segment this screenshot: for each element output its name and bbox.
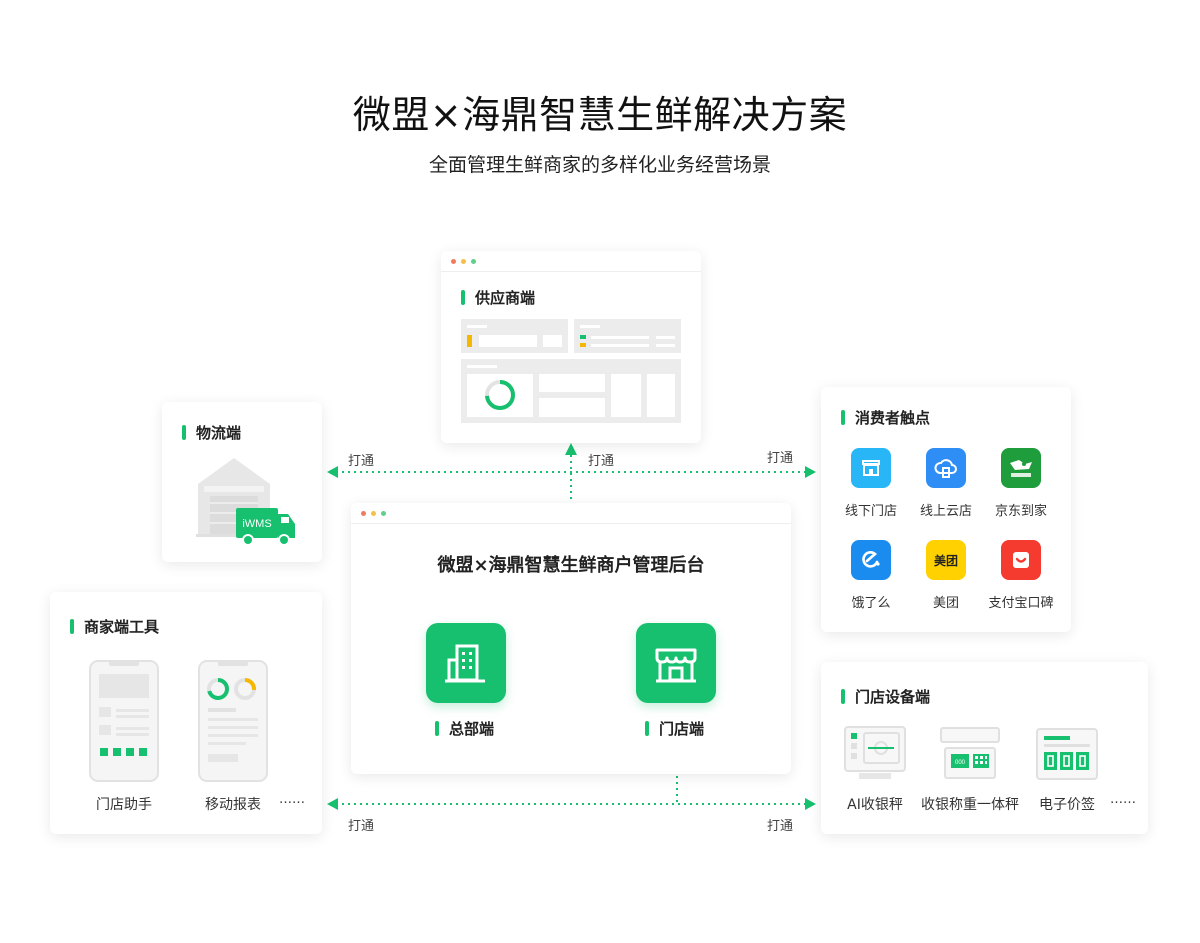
consumer-card: 消费者触点 线下门店 线上云店 京东到家 饿了么 美团 美团 支付宝口碑 [821,387,1071,632]
title-marker [841,689,845,704]
backend-card: 微盟×海鼎智慧生鲜商户管理后台 总部端 门店端 [351,503,791,774]
store-label: 门店端 [645,718,704,739]
store-icon [851,448,891,488]
supplier-card-title: 供应商端 [461,287,535,308]
arrow-right-bottom [805,798,816,810]
scale-display-text: 000 [955,760,966,766]
arrow-up-center [565,443,577,455]
window-dot-red [451,259,456,264]
merchant-tools-card-title: 商家端工具 [70,616,159,637]
title-marker [645,721,649,736]
merchant-tools-card: 商家端工具 门店助手 移动报表 …… [50,592,322,834]
title-marker [435,721,439,736]
consumer-item-label: 线上云店 [919,504,972,519]
page-subtitle: 全面管理生鲜商家的多样化业务经营场景 [428,154,771,176]
consumer-item-label: 支付宝口碑 [988,596,1054,611]
phone-store-assistant-icon [89,660,159,782]
title-marker [841,410,845,425]
title-marker [70,619,74,634]
jd-daojia-icon [1001,448,1041,488]
connector-label-top-left: 打通 [348,454,375,469]
devices-card: 门店设备端 AI收银秤 000 收银称重一体秤 电子价签 …… [821,662,1148,834]
title-marker [461,290,465,305]
supplier-card: 供应商端 [441,251,701,443]
window-dot-green [381,511,386,516]
iwms-badge-text: iWMS [242,518,271,530]
window-dot-green [471,259,476,264]
arrow-left-bottom [327,798,338,810]
device-label: 收银称重一体秤 [921,797,1019,813]
window-dot-yellow [461,259,466,264]
supplier-dashboard-illustration [461,319,681,423]
koubei-icon [1001,540,1041,580]
merchant-tools-more: …… [279,792,305,807]
window-dots [361,511,386,516]
eleme-icon [851,540,891,580]
consumer-item-label: 线下门店 [844,504,897,519]
storefront-icon[interactable] [636,623,716,703]
window-dot-red [361,511,366,516]
phone-mobile-report-icon [198,660,268,782]
window-divider [441,271,701,272]
devices-more: …… [1110,792,1136,807]
consumer-card-title-text: 消费者触点 [855,409,931,427]
page-title: 微盟×海鼎智慧生鲜解决方案 [352,93,848,137]
merchant-tool-label: 门店助手 [96,797,152,813]
logistics-card-title-text: 物流端 [196,424,242,442]
arrow-right-top [805,466,816,478]
logistics-card-title: 物流端 [182,422,241,443]
devices-card-title: 门店设备端 [841,686,930,707]
consumer-item-label: 美团 [932,596,959,611]
meituan-icon: 美团 [926,540,966,580]
devices-card-title-text: 门店设备端 [855,688,931,706]
window-dot-yellow [371,511,376,516]
consumer-card-title: 消费者触点 [841,407,930,428]
weighing-scale-icon: 000 [940,727,1000,779]
window-dots [451,259,476,264]
warehouse-truck-icon: iWMS [196,458,295,546]
connector-label-bottom-right: 打通 [767,819,794,834]
connector-label-top-right: 打通 [767,451,794,466]
cloud-shop-icon [926,448,966,488]
consumer-item-label: 京东到家 [994,504,1047,519]
price-tag-icon [1036,728,1098,780]
ai-scale-icon [844,726,906,779]
merchant-tool-label: 移动报表 [205,797,261,813]
supplier-card-title-text: 供应商端 [475,289,536,307]
arrow-left-top [327,466,338,478]
window-divider [351,523,791,524]
device-label: 电子价签 [1039,797,1095,813]
hq-label: 总部端 [435,718,494,739]
meituan-icon-text: 美团 [933,553,958,568]
hq-label-text: 总部端 [449,720,495,738]
store-label-text: 门店端 [659,720,705,738]
backend-title: 微盟×海鼎智慧生鲜商户管理后台 [437,555,705,576]
logistics-card: 物流端 iWMS [162,402,322,562]
connector-label-bottom-left: 打通 [348,819,375,834]
building-icon[interactable] [426,623,506,703]
merchant-tools-card-title-text: 商家端工具 [84,618,160,636]
device-label: AI收银秤 [847,797,903,813]
consumer-item-label: 饿了么 [851,596,891,611]
title-marker [182,425,186,440]
connector-label-top-center: 打通 [588,454,615,469]
